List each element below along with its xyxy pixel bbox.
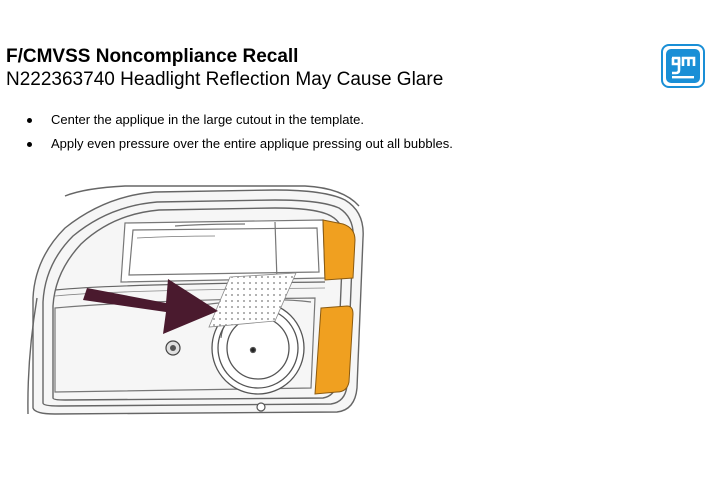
instruction-list: Center the applique in the large cutout … — [0, 112, 453, 160]
mount-screw — [256, 402, 266, 412]
gm-logo — [661, 44, 705, 88]
recall-title: F/CMVSS Noncompliance Recall — [6, 46, 299, 67]
headlamp-illustration — [27, 185, 364, 415]
instruction-item: Center the applique in the large cutout … — [0, 112, 453, 128]
recall-subtitle: N222363740 Headlight Reflection May Caus… — [6, 69, 444, 90]
upper-amber-lens — [322, 219, 356, 281]
upper-lamp-window — [120, 219, 326, 283]
direction-arrow — [83, 279, 218, 334]
lower-amber-lens — [314, 305, 354, 395]
marker-bulb — [165, 340, 181, 356]
instruction-item: Apply even pressure over the entire appl… — [0, 136, 453, 152]
